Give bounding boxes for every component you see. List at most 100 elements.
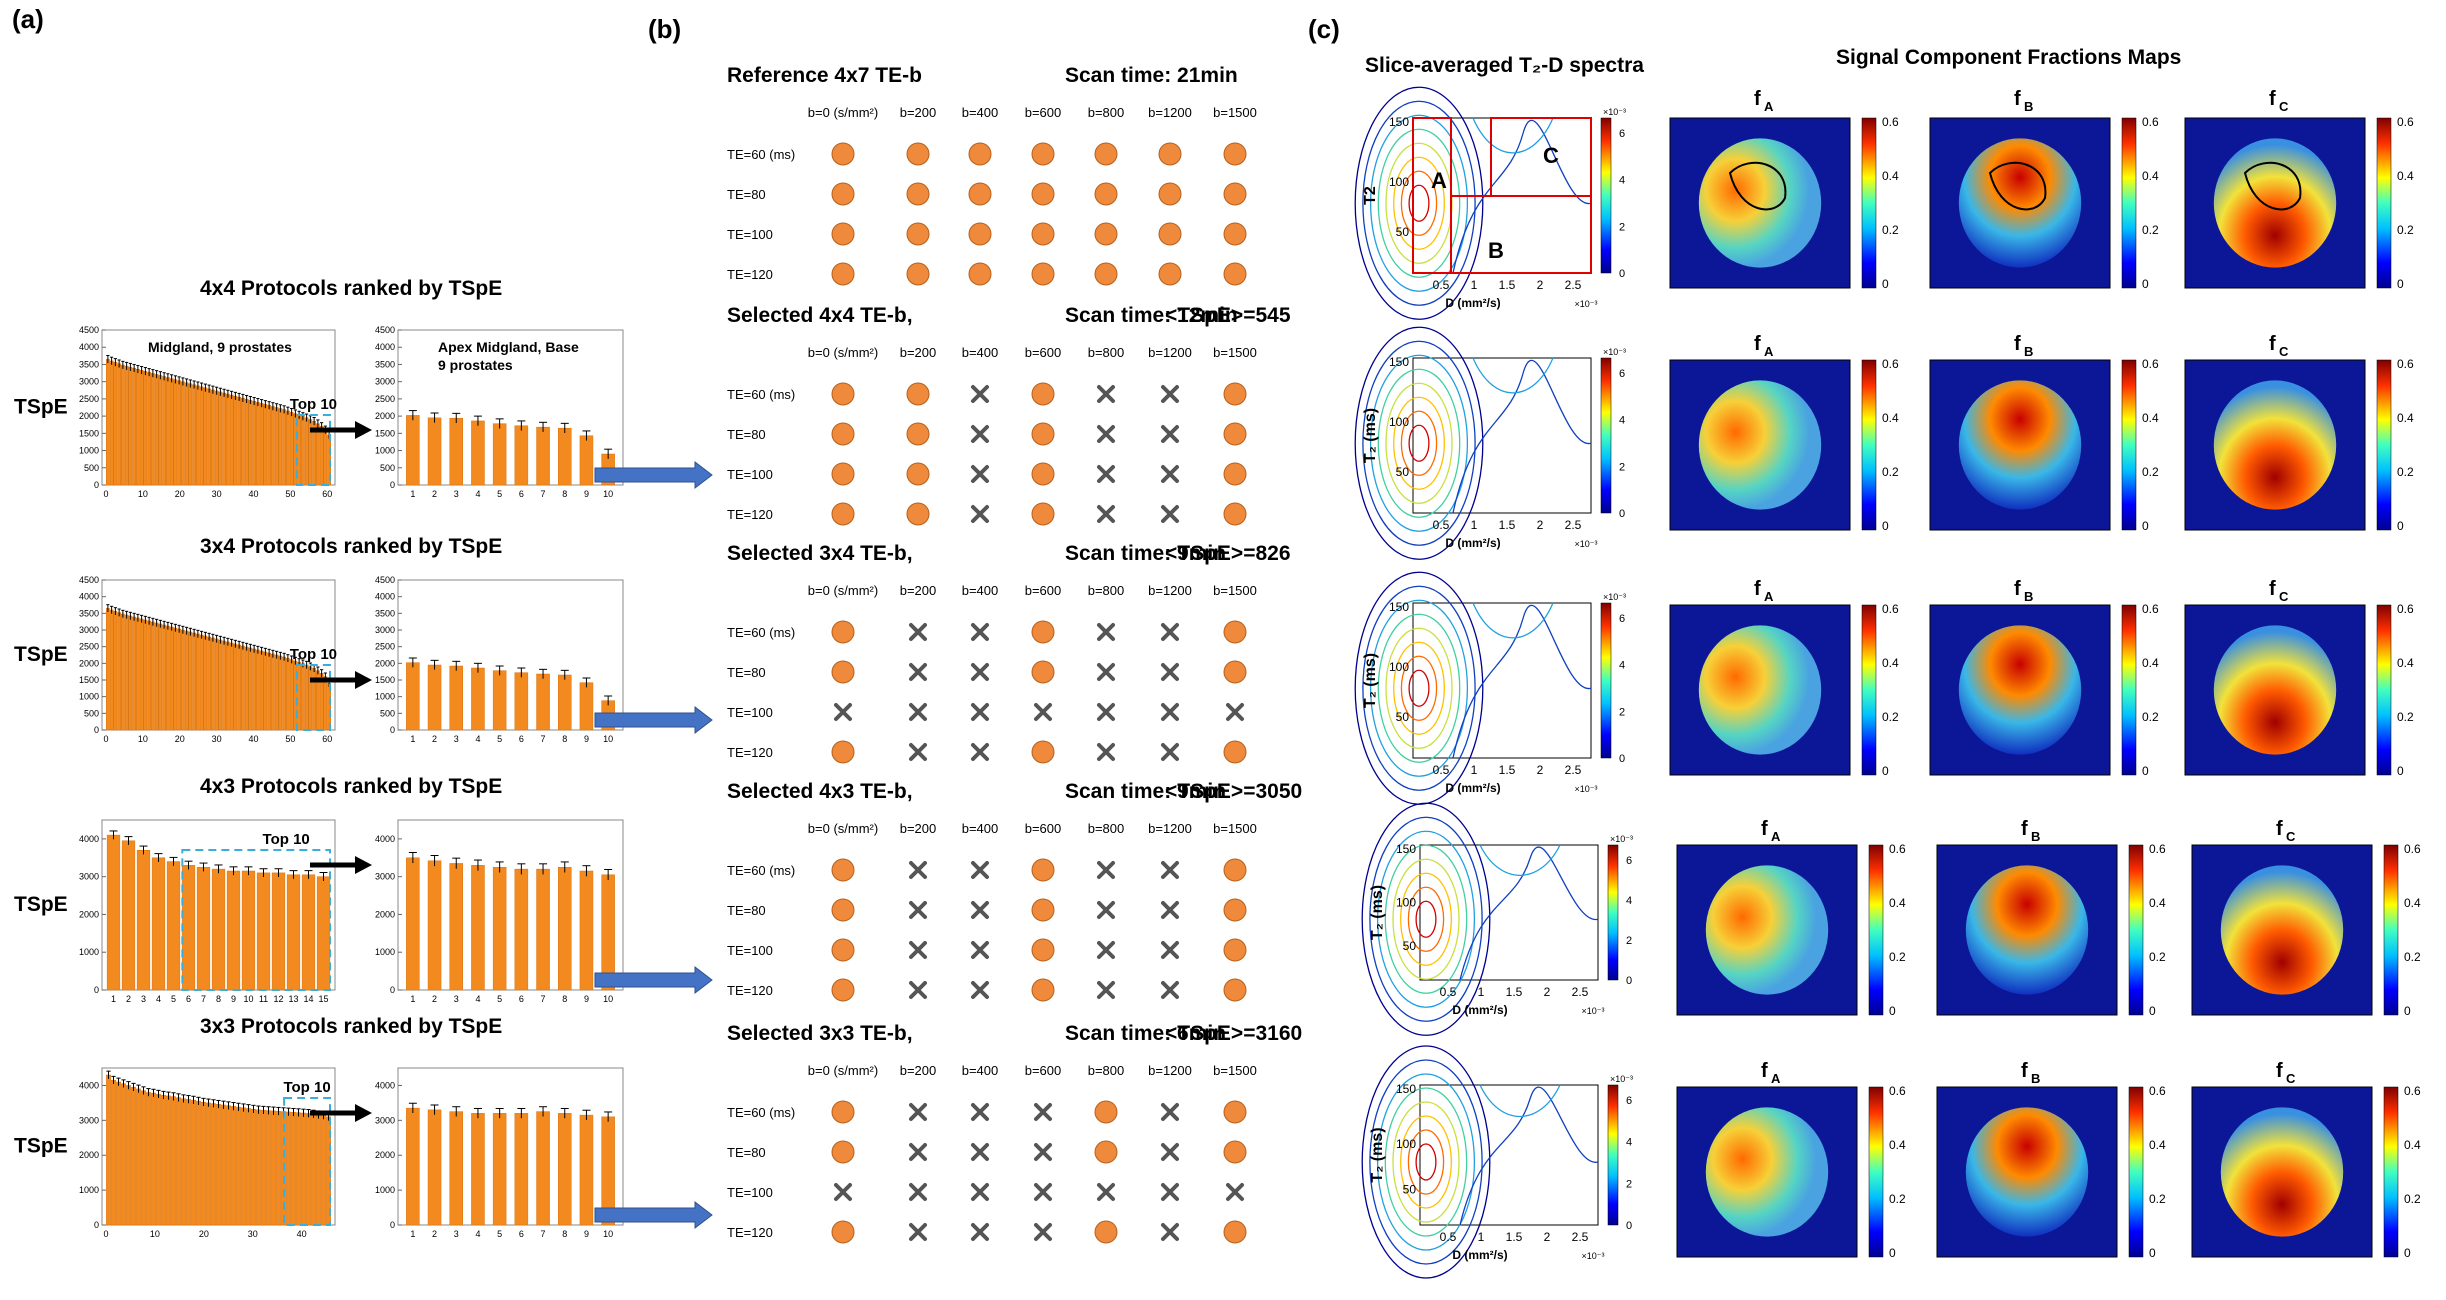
protocol-title: Selected 4x3 TE-b,: [727, 780, 913, 803]
sampled-point: [831, 1100, 855, 1124]
x-tick-label: 10: [603, 734, 613, 744]
contour-line: [1385, 627, 1453, 749]
te-value-label: TE=100: [727, 1185, 773, 1200]
bar: [267, 405, 271, 486]
protocol-block: Selected 3x4 TE-b,Scan time: 9min<TSpE>=…: [727, 542, 1291, 764]
map-cbar-tick: 0.6: [1882, 115, 1899, 129]
map-colorbar: [1868, 844, 1884, 1016]
mean-tspe: <TSpE>=545: [1165, 304, 1291, 327]
te-value-label: TE=100: [727, 467, 773, 482]
skipped-cross: [909, 623, 927, 641]
skipped-cross: [971, 981, 989, 999]
spectrum-x-tick: 2.5: [1572, 1230, 1589, 1244]
x-tick-label: 40: [297, 1229, 307, 1239]
map-cbar-tick: 0.6: [2142, 115, 2159, 129]
bar: [267, 652, 271, 731]
sampled-point: [1223, 262, 1247, 286]
x-tick-label: 4: [475, 994, 480, 1004]
roi-outline: [1728, 161, 1787, 211]
contour-line: [1377, 368, 1461, 518]
sampled-point: [831, 422, 855, 446]
x-tick-label: 2: [432, 1229, 437, 1239]
contour-line: [1384, 844, 1468, 994]
bar: [233, 643, 238, 731]
bar: [427, 417, 442, 486]
sampled-point: [1031, 262, 1055, 286]
map-label: f: [2021, 818, 2028, 840]
x-tick-label: 20: [199, 1229, 209, 1239]
contour-line: [1400, 1115, 1452, 1209]
spectrum-x-label: D (mm²/s): [1452, 1248, 1507, 1262]
map-cbar-tick: 0: [1882, 764, 1889, 778]
spectrum-x-tick: 1.5: [1499, 518, 1516, 532]
bar: [514, 868, 529, 991]
bar: [121, 840, 136, 991]
map-cbar-tick: 0.2: [2397, 465, 2414, 479]
sampled-point: [1223, 222, 1247, 246]
sampled-point: [1223, 142, 1247, 166]
map-cbar-tick: 0.2: [1889, 950, 1906, 964]
spectrum-x-tick: 1.5: [1506, 1230, 1523, 1244]
bar: [286, 410, 290, 486]
bar: [406, 415, 420, 486]
bar: [321, 1115, 326, 1226]
skipped-cross: [1097, 465, 1115, 483]
cbar-tick: 2: [1626, 1178, 1632, 1190]
spectrum-x-tick: 1: [1471, 518, 1478, 532]
bar: [256, 872, 271, 991]
skipped-cross: [1161, 425, 1179, 443]
sampled-point: [1094, 182, 1118, 206]
x-exponent: ×10⁻³: [1581, 1251, 1604, 1261]
bar: [139, 618, 144, 731]
b-value-header: b=400: [962, 1063, 999, 1078]
b-value-header: b=200: [900, 821, 937, 836]
b-value-header: b=1200: [1148, 105, 1192, 120]
sampled-point: [831, 898, 855, 922]
spectrum-x-tick: 0.5: [1433, 518, 1450, 532]
prostate-map: [2213, 625, 2337, 755]
spectrum-frame: [1419, 844, 1599, 981]
sampled-point: [831, 262, 855, 286]
bar: [557, 674, 572, 731]
map-label-sub: B: [2024, 99, 2033, 114]
b-value-header: b=1500: [1213, 583, 1257, 598]
cbar-tick: 2: [1626, 935, 1632, 947]
contour-line: [1408, 424, 1430, 462]
bar: [166, 377, 170, 486]
map-cbar-tick: 0.6: [2149, 842, 2166, 856]
bar: [252, 401, 256, 486]
bar: [126, 1085, 131, 1226]
map-label-sub: C: [2279, 99, 2289, 114]
x-tick-label: 40: [249, 489, 259, 499]
top10-label: Top 10: [290, 646, 337, 663]
bar: [301, 1112, 306, 1226]
spectrum-x-tick: 2.5: [1572, 985, 1589, 999]
skipped-cross: [971, 901, 989, 919]
bar: [579, 1114, 594, 1226]
bar: [181, 1098, 186, 1226]
sampled-point: [1223, 1220, 1247, 1244]
top10-highlight: [295, 414, 332, 486]
chart-row-title: 4x4 Protocols ranked by TSpE: [200, 277, 502, 300]
bar: [161, 1094, 166, 1226]
spectrum-x-tick: 2.5: [1565, 278, 1582, 292]
x-tick-label: 13: [288, 994, 298, 1004]
bar: [241, 397, 245, 486]
spectrum-colorbar: [1600, 357, 1612, 514]
map-cbar-tick: 0.6: [2404, 842, 2421, 856]
y-tick-label: 4000: [79, 834, 99, 844]
x-tick-label: 6: [519, 734, 524, 744]
prostate-map: [1705, 1107, 1829, 1237]
sampled-point: [1031, 660, 1055, 684]
contour-line: [1369, 354, 1469, 532]
prostate-map: [1705, 865, 1829, 995]
b-value-header: b=200: [900, 105, 937, 120]
bar: [214, 390, 219, 486]
y-tick-label: 3500: [375, 608, 395, 618]
b-value-header: b=1500: [1213, 345, 1257, 360]
bar: [471, 420, 485, 486]
y-tick-label: 1000: [79, 692, 99, 702]
te-value-label: TE=60 (ms): [727, 863, 795, 878]
map-label: f: [1761, 1060, 1768, 1082]
